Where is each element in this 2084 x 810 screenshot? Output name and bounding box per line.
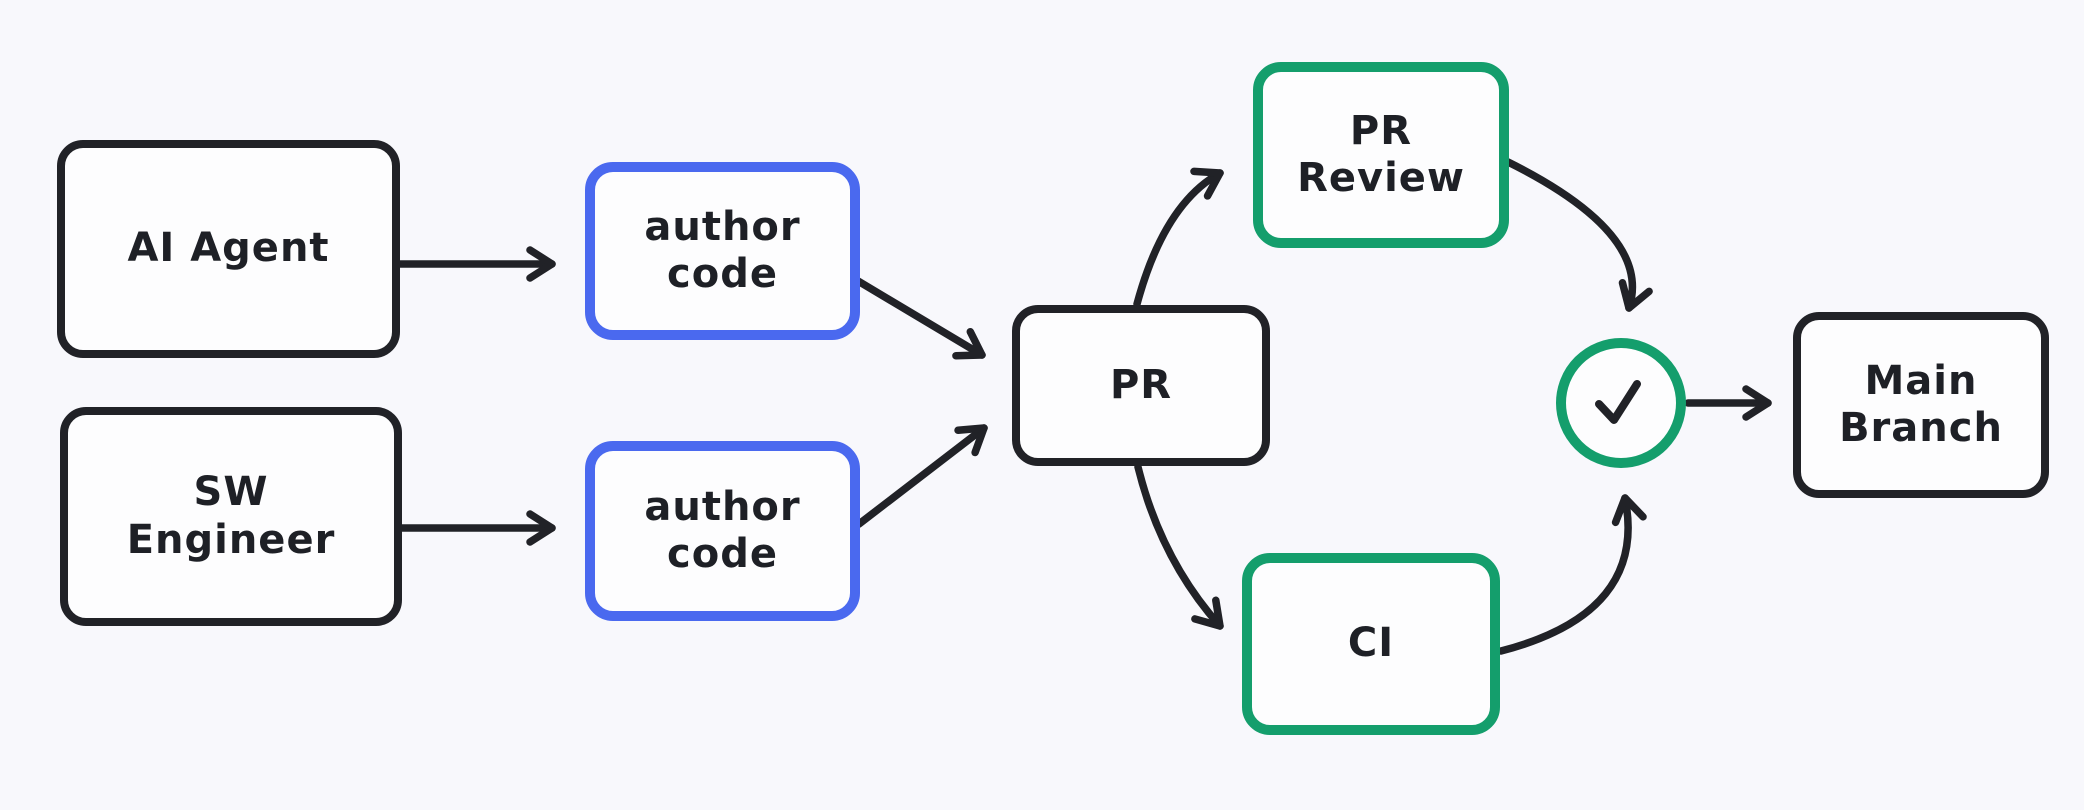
node-main-branch: Main Branch [1793, 312, 2049, 498]
arrow-pr-to-pr-review [1133, 167, 1224, 308]
node-sw-engineer: SW Engineer [60, 407, 402, 626]
node-label-main-branch: Main Branch [1839, 357, 2003, 451]
node-label-ci: CI [1347, 620, 1395, 667]
node-label-sw-engineer: SW Engineer [126, 469, 336, 563]
arrow-author-code-2-to-pr [855, 424, 988, 528]
node-label-pr: PR [1109, 361, 1173, 408]
node-pr-review: PR Review [1253, 62, 1509, 248]
node-label-ai-agent: AI Agent [127, 225, 330, 272]
node-author-code-bottom: author code [585, 441, 860, 621]
arrow-author-code-1-to-pr [854, 277, 986, 360]
node-label-pr-review: PR Review [1297, 107, 1465, 201]
node-ci: CI [1242, 553, 1500, 735]
node-pr: PR [1012, 305, 1270, 466]
checkmark-icon [1595, 380, 1641, 424]
node-checks-passed [1556, 338, 1686, 468]
arrow-pr-review-to-checks [1504, 158, 1653, 312]
node-label-author-code-top: author code [644, 203, 801, 297]
arrow-ci-to-checks [1497, 494, 1647, 655]
node-label-author-code-bottom: author code [644, 483, 801, 577]
node-author-code-top: author code [585, 162, 860, 340]
node-ai-agent: AI Agent [57, 140, 400, 358]
arrow-pr-to-ci [1134, 463, 1224, 630]
